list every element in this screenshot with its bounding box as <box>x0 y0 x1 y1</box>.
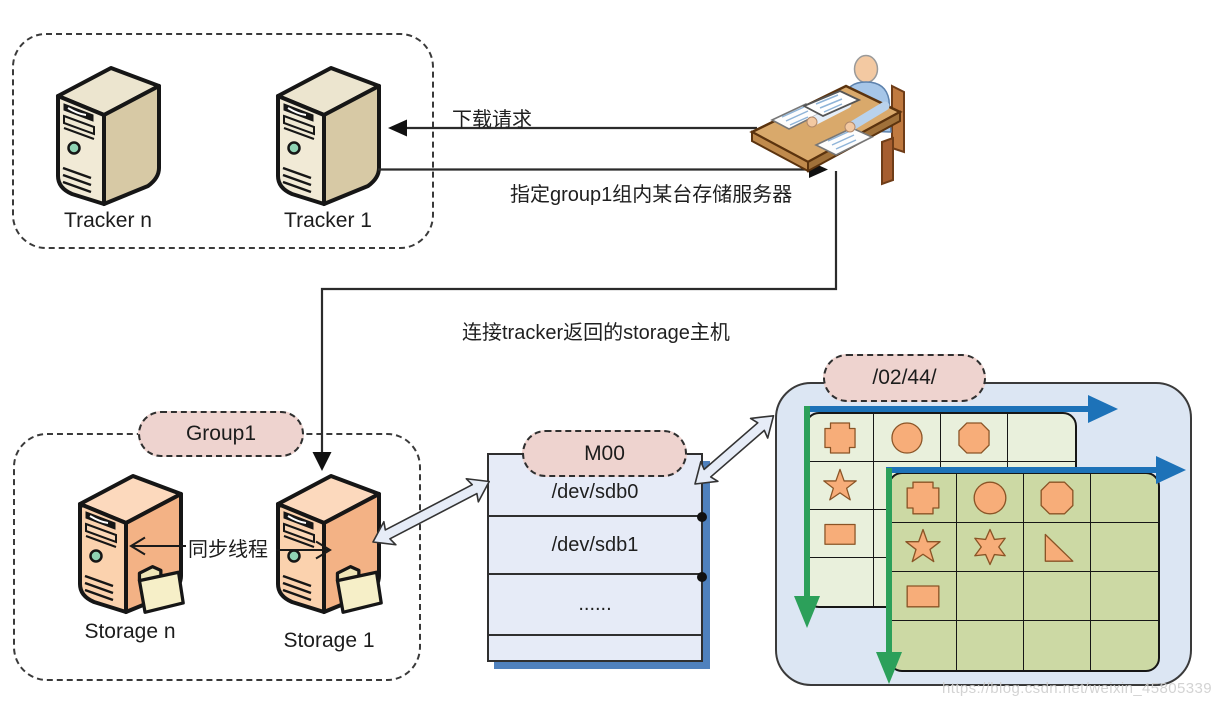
grid-cell <box>957 523 1024 572</box>
circle-shape-icon <box>888 419 926 457</box>
seal-shape-icon <box>903 478 943 518</box>
grid-cell <box>1024 523 1091 572</box>
seal-shape-icon <box>821 419 859 457</box>
grid-cell <box>957 621 1024 670</box>
folder-icon <box>335 565 383 614</box>
sync-threads-label: 同步线程 <box>186 533 270 562</box>
group-badge: Group1 <box>138 411 304 457</box>
grid-cell <box>957 474 1024 523</box>
tracker-n-label: Tracker n <box>64 209 152 232</box>
server-icon-storage-n <box>78 474 185 614</box>
grid-cell <box>890 523 957 572</box>
grid-cell <box>957 572 1024 621</box>
rect-shape-icon <box>903 576 943 616</box>
volume-row: ...... <box>489 575 701 636</box>
grid-cell <box>807 510 874 558</box>
grid-cell <box>890 474 957 523</box>
server-icon-storage-1 <box>276 474 383 614</box>
grid-cell <box>1024 474 1091 523</box>
folder-icon <box>137 565 185 614</box>
grid-cell <box>1024 621 1091 670</box>
file-grid-front <box>888 472 1160 672</box>
storage-n-label: Storage n <box>84 620 176 643</box>
octagon-shape-icon <box>1037 478 1077 518</box>
grid-cell <box>1091 621 1158 670</box>
volume-row: /dev/sdb1 <box>489 517 701 575</box>
tracker-1-label: Tracker 1 <box>284 209 372 232</box>
server-icon-tracker-n <box>48 56 168 208</box>
volume-row-empty <box>489 636 701 660</box>
watermark: https://blog.csdn.net/weixin_45805339 <box>942 680 1212 697</box>
octagon-shape-icon <box>955 419 993 457</box>
grid-cell <box>890 621 957 670</box>
star6-shape-icon <box>970 527 1010 567</box>
grid-cell <box>1008 414 1075 462</box>
circle-shape-icon <box>970 478 1010 518</box>
path-badge-label: /02/44/ <box>872 366 937 389</box>
grid-cell <box>807 558 874 606</box>
grid-cell <box>941 414 1008 462</box>
server-icon-tracker-1 <box>268 56 388 208</box>
volume-row: /dev/sdb0 <box>489 455 701 517</box>
path-badge: /02/44/ <box>823 354 986 402</box>
grid-cell <box>1091 572 1158 621</box>
grid-cell <box>1091 474 1158 523</box>
star5-shape-icon <box>821 467 859 505</box>
grid-cell <box>807 462 874 510</box>
triangle-shape-icon <box>1037 527 1077 567</box>
client-at-desk-icon <box>746 44 908 190</box>
download-request-label: 下载请求 <box>452 109 532 131</box>
grid-cell <box>807 414 874 462</box>
volume-badge-label: M00 <box>584 441 625 465</box>
rect-shape-icon <box>821 515 859 553</box>
volume-stack: /dev/sdb0 /dev/sdb1 ...... <box>487 453 703 662</box>
grid-cell <box>874 414 941 462</box>
volume-badge: M00 <box>522 430 687 477</box>
star5-shape-icon <box>903 527 943 567</box>
storage-1-label: Storage 1 <box>283 629 375 652</box>
grid-cell <box>1091 523 1158 572</box>
group-badge-label: Group1 <box>185 422 257 445</box>
grid-cell <box>1024 572 1091 621</box>
connect-storage-label: 连接tracker返回的storage主机 <box>462 322 730 344</box>
grid-cell <box>890 572 957 621</box>
tracker-cluster-box <box>12 33 434 249</box>
